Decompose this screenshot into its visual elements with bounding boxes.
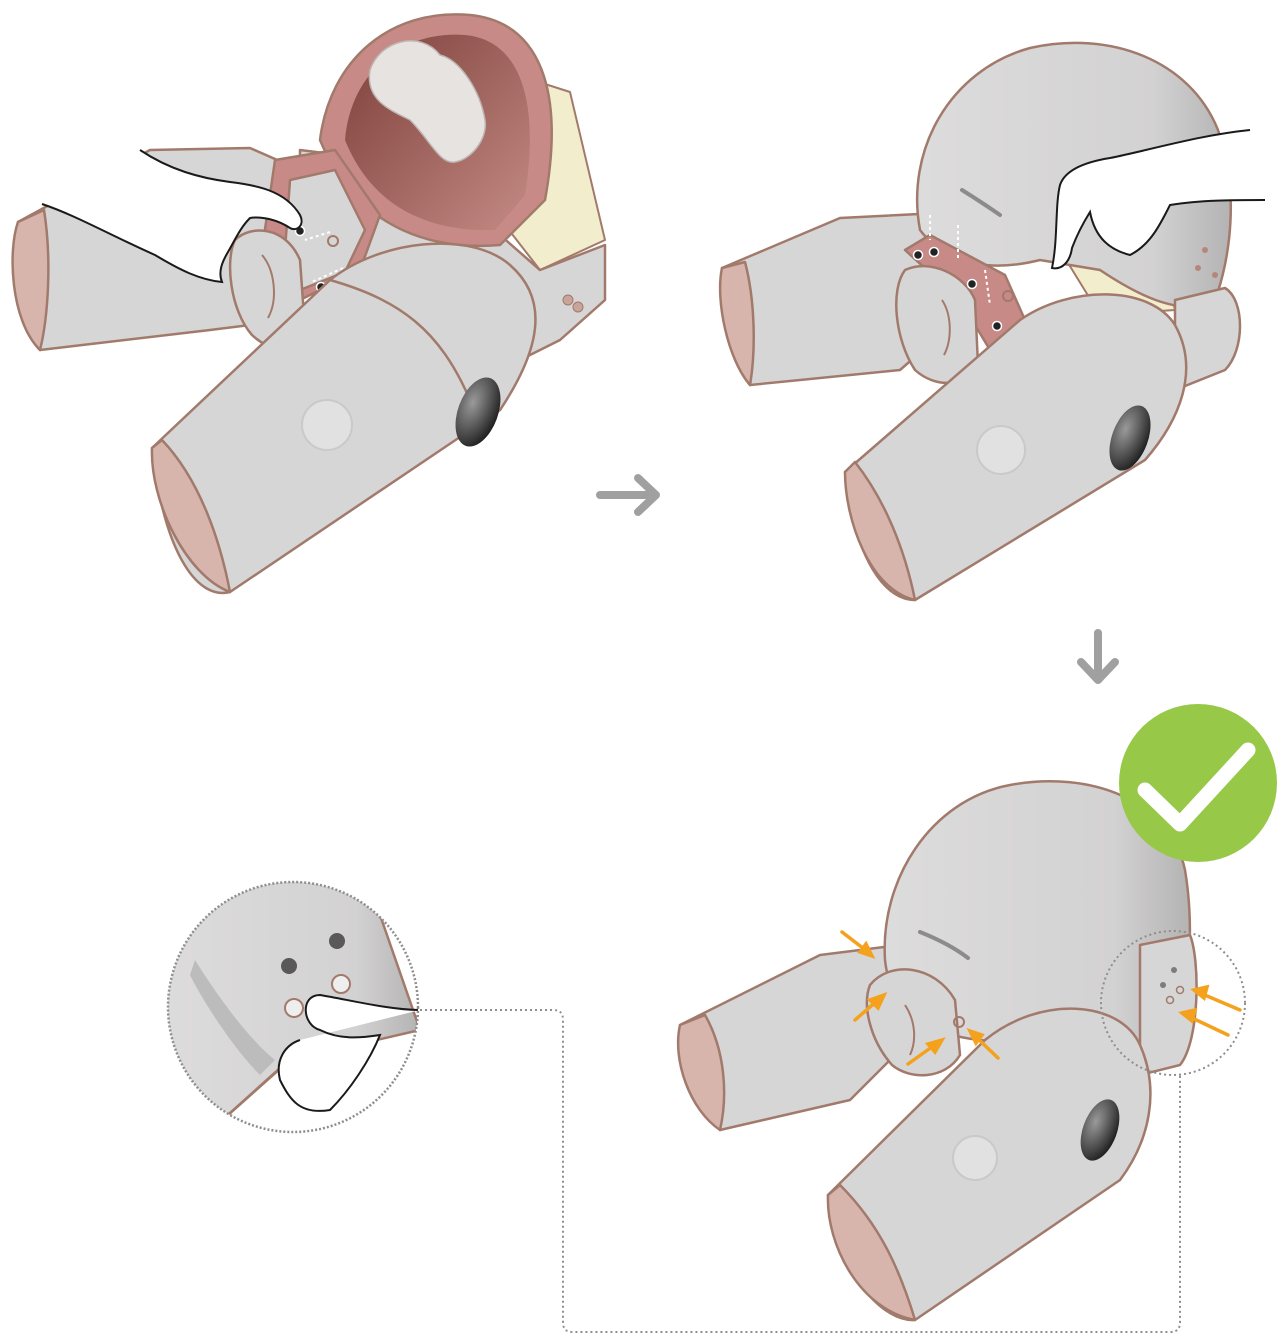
- step-1-side-peg-b: [573, 302, 583, 312]
- detail-snap-b: [332, 975, 350, 993]
- detail-peg-dark-b: [329, 933, 345, 949]
- step-3-pelvis-side: [1140, 935, 1197, 1075]
- step-2-cover-peg-b: [1195, 265, 1201, 271]
- step-2-cover-peg-a: [1202, 247, 1208, 253]
- step-2-left-thigh-cut: [720, 262, 754, 385]
- step-1-left-thigh-cut: [13, 210, 49, 350]
- step-1-side-peg-a: [563, 295, 573, 305]
- step-3-panel: [678, 704, 1277, 1320]
- check-mark-icon: [1119, 704, 1277, 862]
- step-2-knee-marker: [977, 426, 1025, 474]
- detail-panel: [160, 880, 430, 1140]
- step-2-vulva-insert: [896, 266, 978, 383]
- detail-snap-a: [285, 999, 303, 1017]
- step-2-pin-d: [993, 322, 1002, 331]
- step-2-pin-b: [930, 248, 939, 257]
- step-3-side-peg-a: [1160, 982, 1166, 988]
- step-1-knee-marker: [302, 400, 352, 450]
- right-arrow-icon: [600, 478, 656, 512]
- step-2-cover-peg-c: [1212, 272, 1218, 278]
- down-arrow-icon: [1081, 633, 1115, 680]
- step-2-panel: [720, 43, 1265, 600]
- step-2-pin-c: [968, 280, 977, 289]
- detail-peg-dark-a: [281, 958, 297, 974]
- step-3-side-peg-b: [1171, 967, 1177, 973]
- step-2-pin-a: [914, 251, 923, 260]
- step-1-panel: [13, 14, 605, 593]
- step-3-knee-marker: [953, 1136, 997, 1180]
